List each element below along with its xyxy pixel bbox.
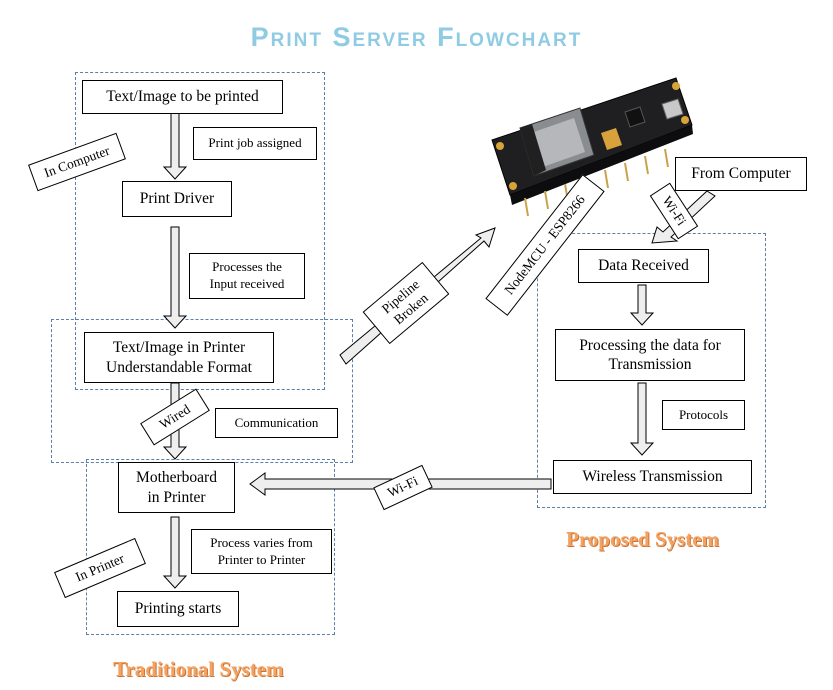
step-motherboard-line2: in Printer — [147, 488, 206, 506]
from-computer-box: From Computer — [675, 157, 807, 191]
arrow-received-to-processing — [629, 284, 655, 326]
step-data-received: Data Received — [578, 249, 709, 283]
traditional-system-title: Traditional System — [113, 657, 284, 681]
step-printing-starts-label: Printing starts — [134, 600, 222, 618]
proposed-system-title: Proposed System — [566, 527, 720, 551]
note-protocols-label: Protocols — [678, 406, 729, 422]
step-input: Text/Image to be printed — [82, 80, 283, 114]
step-motherboard-line1: Motherboard — [136, 469, 217, 487]
arrow-driver-to-format — [162, 226, 188, 329]
note-print-job: Print job assigned — [193, 127, 317, 160]
note-communication: Communication — [215, 408, 338, 438]
step-wireless-transmission: Wireless Transmission — [553, 460, 752, 494]
step-printer-format-line2: Understandable Format — [106, 358, 252, 376]
arrow-processing-to-wireless — [629, 382, 655, 456]
note-process-varies-line1: Process varies from — [210, 534, 313, 550]
computer-region — [75, 72, 325, 390]
note-process-varies: Process varies from Printer to Printer — [191, 529, 332, 574]
step-motherboard: Motherboard in Printer — [118, 462, 235, 513]
step-print-driver-label: Print Driver — [139, 190, 215, 208]
note-process-varies-line2: Printer to Printer — [217, 551, 306, 567]
step-input-label: Text/Image to be printed — [106, 88, 259, 106]
note-communication-label: Communication — [234, 414, 319, 430]
proposed-region — [537, 233, 766, 508]
step-processing-line1: Processing the data for — [579, 336, 721, 354]
step-printer-format: Text/Image in Printer Understandable For… — [84, 332, 274, 383]
step-printer-format-line1: Text/Image in Printer — [112, 339, 246, 357]
note-processes: Processes the Input received — [189, 253, 305, 299]
diagram-title: Print Server Flowchart — [250, 22, 583, 52]
step-processing: Processing the data for Transmission — [555, 329, 745, 381]
from-computer-label: From Computer — [691, 165, 791, 183]
note-processes-line2: Input received — [209, 276, 285, 291]
arrow-input-to-driver — [162, 111, 188, 180]
note-protocols: Protocols — [662, 400, 745, 430]
nodemcu-board-image — [491, 77, 693, 217]
note-processes-line1: Processes the — [212, 259, 282, 275]
step-printing-starts: Printing starts — [117, 591, 239, 627]
arrow-motherboard-to-printing — [162, 516, 188, 589]
step-processing-line2: Transmission — [608, 356, 692, 373]
printer-region — [86, 459, 335, 635]
step-print-driver: Print Driver — [122, 181, 232, 217]
note-print-job-label: Print job assigned — [208, 135, 302, 151]
step-data-received-label: Data Received — [598, 257, 689, 275]
step-wireless-transmission-label: Wireless Transmission — [582, 468, 723, 486]
